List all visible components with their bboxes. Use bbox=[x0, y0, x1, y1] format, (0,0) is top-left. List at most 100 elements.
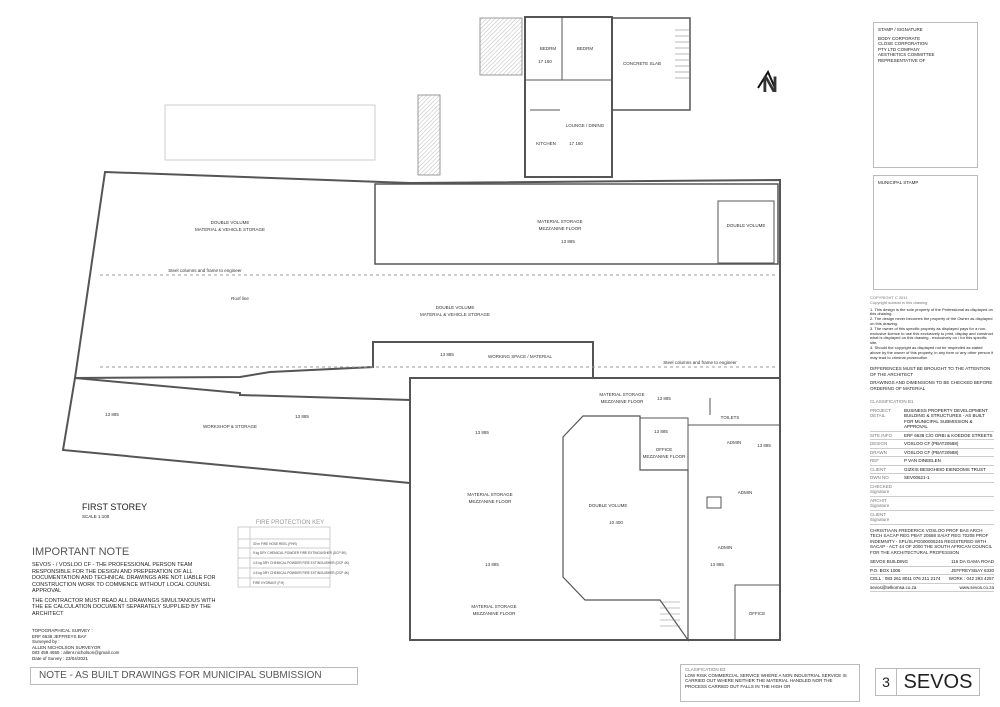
room-label: BEDRM bbox=[577, 46, 594, 51]
level-tag: 13 885 bbox=[105, 412, 119, 417]
room-label: BEDRM bbox=[540, 46, 557, 51]
contact-value: P.O. BOX 1006 bbox=[870, 567, 901, 573]
brand-logo: SEVOS bbox=[903, 670, 973, 693]
level-tag: 17 160 bbox=[538, 59, 552, 64]
hatched-area bbox=[479, 17, 523, 76]
title-value: ERF 6638 C/O ORBI & KOEDOE STREETS bbox=[904, 432, 993, 438]
mezzanine-top bbox=[374, 183, 779, 265]
level-tag: 17 160 bbox=[569, 141, 583, 146]
important-note: IMPORTANT NOTE SEVOS - / VOSLOO CF - THE… bbox=[32, 546, 222, 617]
fire-protection-key bbox=[237, 526, 331, 588]
room-label: MEZZANINE FLOOR bbox=[473, 611, 517, 616]
contact-row: sevos@telkomsa.co.za www.sevos.co.za bbox=[870, 584, 994, 593]
sheet-number: 3 bbox=[876, 669, 897, 695]
room-label: MATERIAL & VEHICLE STORAGE bbox=[195, 227, 265, 232]
hatched-area bbox=[417, 94, 441, 176]
title-value: SEV00621-1 bbox=[904, 475, 930, 481]
room-label: MATERIAL STORAGE bbox=[599, 392, 644, 397]
fire-key-row: 30 m FIRE HOSE REEL (FHR) bbox=[253, 542, 297, 546]
room-label: MATERIAL STORAGE bbox=[471, 604, 516, 609]
copyright-item: 3. The owner of this specific property a… bbox=[870, 325, 993, 346]
level-tag: 13 885 bbox=[295, 414, 309, 419]
as-built-note: NOTE - AS BUILT DRAWINGS FOR MUNICIPAL S… bbox=[30, 667, 358, 685]
room-label: KITCHEN bbox=[536, 141, 556, 146]
title-key: DESIGN bbox=[870, 441, 888, 447]
survey-line: 083 459 4655 : allenr.nicholson@gmail.co… bbox=[32, 650, 120, 655]
drawing-scale: SCALE 1:100 bbox=[82, 514, 110, 519]
survey-line: ERF 6638 JEFFREYS BAY bbox=[32, 633, 87, 639]
office-mezzanine bbox=[639, 417, 689, 471]
title-key: CLIENT bbox=[870, 466, 887, 472]
signature-label: Signature bbox=[870, 517, 890, 523]
important-note-text: SEVOS - / VOSLOO CF - THE PROFESSIONAL P… bbox=[32, 562, 216, 594]
room-label: MATERIAL STORAGE bbox=[537, 219, 582, 224]
architect-details: CHRISTIAAN FREDERICK VOSLOO PROF BAS ARC… bbox=[870, 527, 993, 555]
contact-value: WORK : 042 293 4257 bbox=[948, 576, 994, 582]
double-volume-octagon bbox=[562, 415, 689, 642]
stamp-line: BODY CORPORATE bbox=[878, 35, 921, 41]
checked-label: CHECKED bbox=[870, 483, 893, 489]
neighbouring-structure bbox=[164, 104, 376, 161]
sheet-brand-box: 3 SEVOS bbox=[875, 668, 980, 696]
north-label: N bbox=[762, 72, 778, 97]
stamp-line: REPRESENTATIVE OF bbox=[878, 57, 926, 63]
signature-label: Signature bbox=[870, 489, 890, 495]
classification-title: CLASIFICATION B3 bbox=[685, 667, 726, 672]
important-note-title: IMPORTANT NOTE bbox=[32, 546, 130, 558]
room-label: MATERIAL STORAGE bbox=[467, 492, 512, 497]
stamp-title: STAMP / SIGNATURE bbox=[878, 27, 923, 32]
room-label: CONCRETE SLAB bbox=[623, 61, 661, 66]
copyright-item: 2. The design never becomes the property… bbox=[870, 316, 993, 326]
title-value: BUSINESS PROPERTY DEVELOPMENT BUILDING &… bbox=[904, 407, 988, 430]
copyright-item: 1. This design is the sole property of t… bbox=[870, 306, 993, 317]
level-tag: 13 885 bbox=[485, 562, 499, 567]
architect-label: ARCHIT bbox=[870, 497, 887, 503]
contact-value: 116 DA GAMA ROAD bbox=[951, 559, 994, 565]
dimensions-note: DRAWINGS AND DIMENSIONS TO BE CHECKED BE… bbox=[870, 380, 993, 391]
level-tag: 13 885 bbox=[561, 239, 575, 244]
drawing-title: FIRST STOREY bbox=[82, 502, 148, 512]
residence-outline bbox=[524, 16, 613, 178]
differences-note: DIFFERENCES MUST BE BROUGHT TO THE ATTEN… bbox=[870, 366, 991, 377]
title-key: DWN NO bbox=[870, 475, 889, 481]
fire-key-row: 4.5 kg DRY CHEMICAL POWDER FIRE EXTINGUI… bbox=[253, 561, 349, 565]
room-label: DOUBLE VOLUME bbox=[727, 223, 766, 228]
room-label: DOUBLE VOLUME bbox=[589, 503, 628, 508]
room-label: MEZZANINE FLOOR bbox=[601, 399, 645, 404]
survey-line: Surveyed by : bbox=[32, 639, 60, 644]
contact-value: www.sevos.co.za bbox=[959, 584, 994, 590]
contact-value: sevos@telkomsa.co.za bbox=[870, 584, 917, 590]
client-label: CLIENT bbox=[870, 511, 887, 517]
fire-key-row: 9 kg DRY CHEMICAL POWDER FIRE EXTINGUISH… bbox=[253, 551, 346, 555]
title-value: P VAN DINEELEN bbox=[904, 458, 941, 464]
double-volume-small bbox=[717, 200, 775, 264]
steel-note: Steel columns and frame to engineer bbox=[663, 360, 737, 365]
room-label: ADMIN bbox=[738, 490, 753, 495]
contact-value: CELL : 083 261 8011 076 211 2174 bbox=[870, 576, 941, 582]
title-row: REF P VAN DINEELEN bbox=[870, 457, 994, 466]
room-label: MEZZANINE FLOOR bbox=[469, 499, 513, 504]
room-label: LOUNGE / DINING bbox=[566, 123, 605, 128]
north-arrow-icon bbox=[757, 69, 776, 89]
survey-line: TOPOGRAPHICAL SURVEY : bbox=[32, 628, 93, 633]
title-value: VOSLOO CF (PBAT20588) bbox=[904, 449, 959, 455]
room-label: DOUBLE VOLUME bbox=[211, 220, 250, 225]
level-tag: 13 885 bbox=[757, 443, 771, 448]
room-label: WORKSHOP & STORAGE bbox=[203, 424, 257, 429]
room-label: MEZZANINE FLOOR bbox=[539, 226, 583, 231]
room-label: TOILETS bbox=[721, 415, 740, 420]
concrete-slab bbox=[611, 17, 691, 111]
level-tag: 10 400 bbox=[609, 520, 623, 525]
title-key: DRAWN bbox=[870, 449, 887, 455]
title-key: REF bbox=[870, 458, 879, 464]
title-row: DRAWN VOSLOO CF (PBAT20588) bbox=[870, 449, 994, 458]
